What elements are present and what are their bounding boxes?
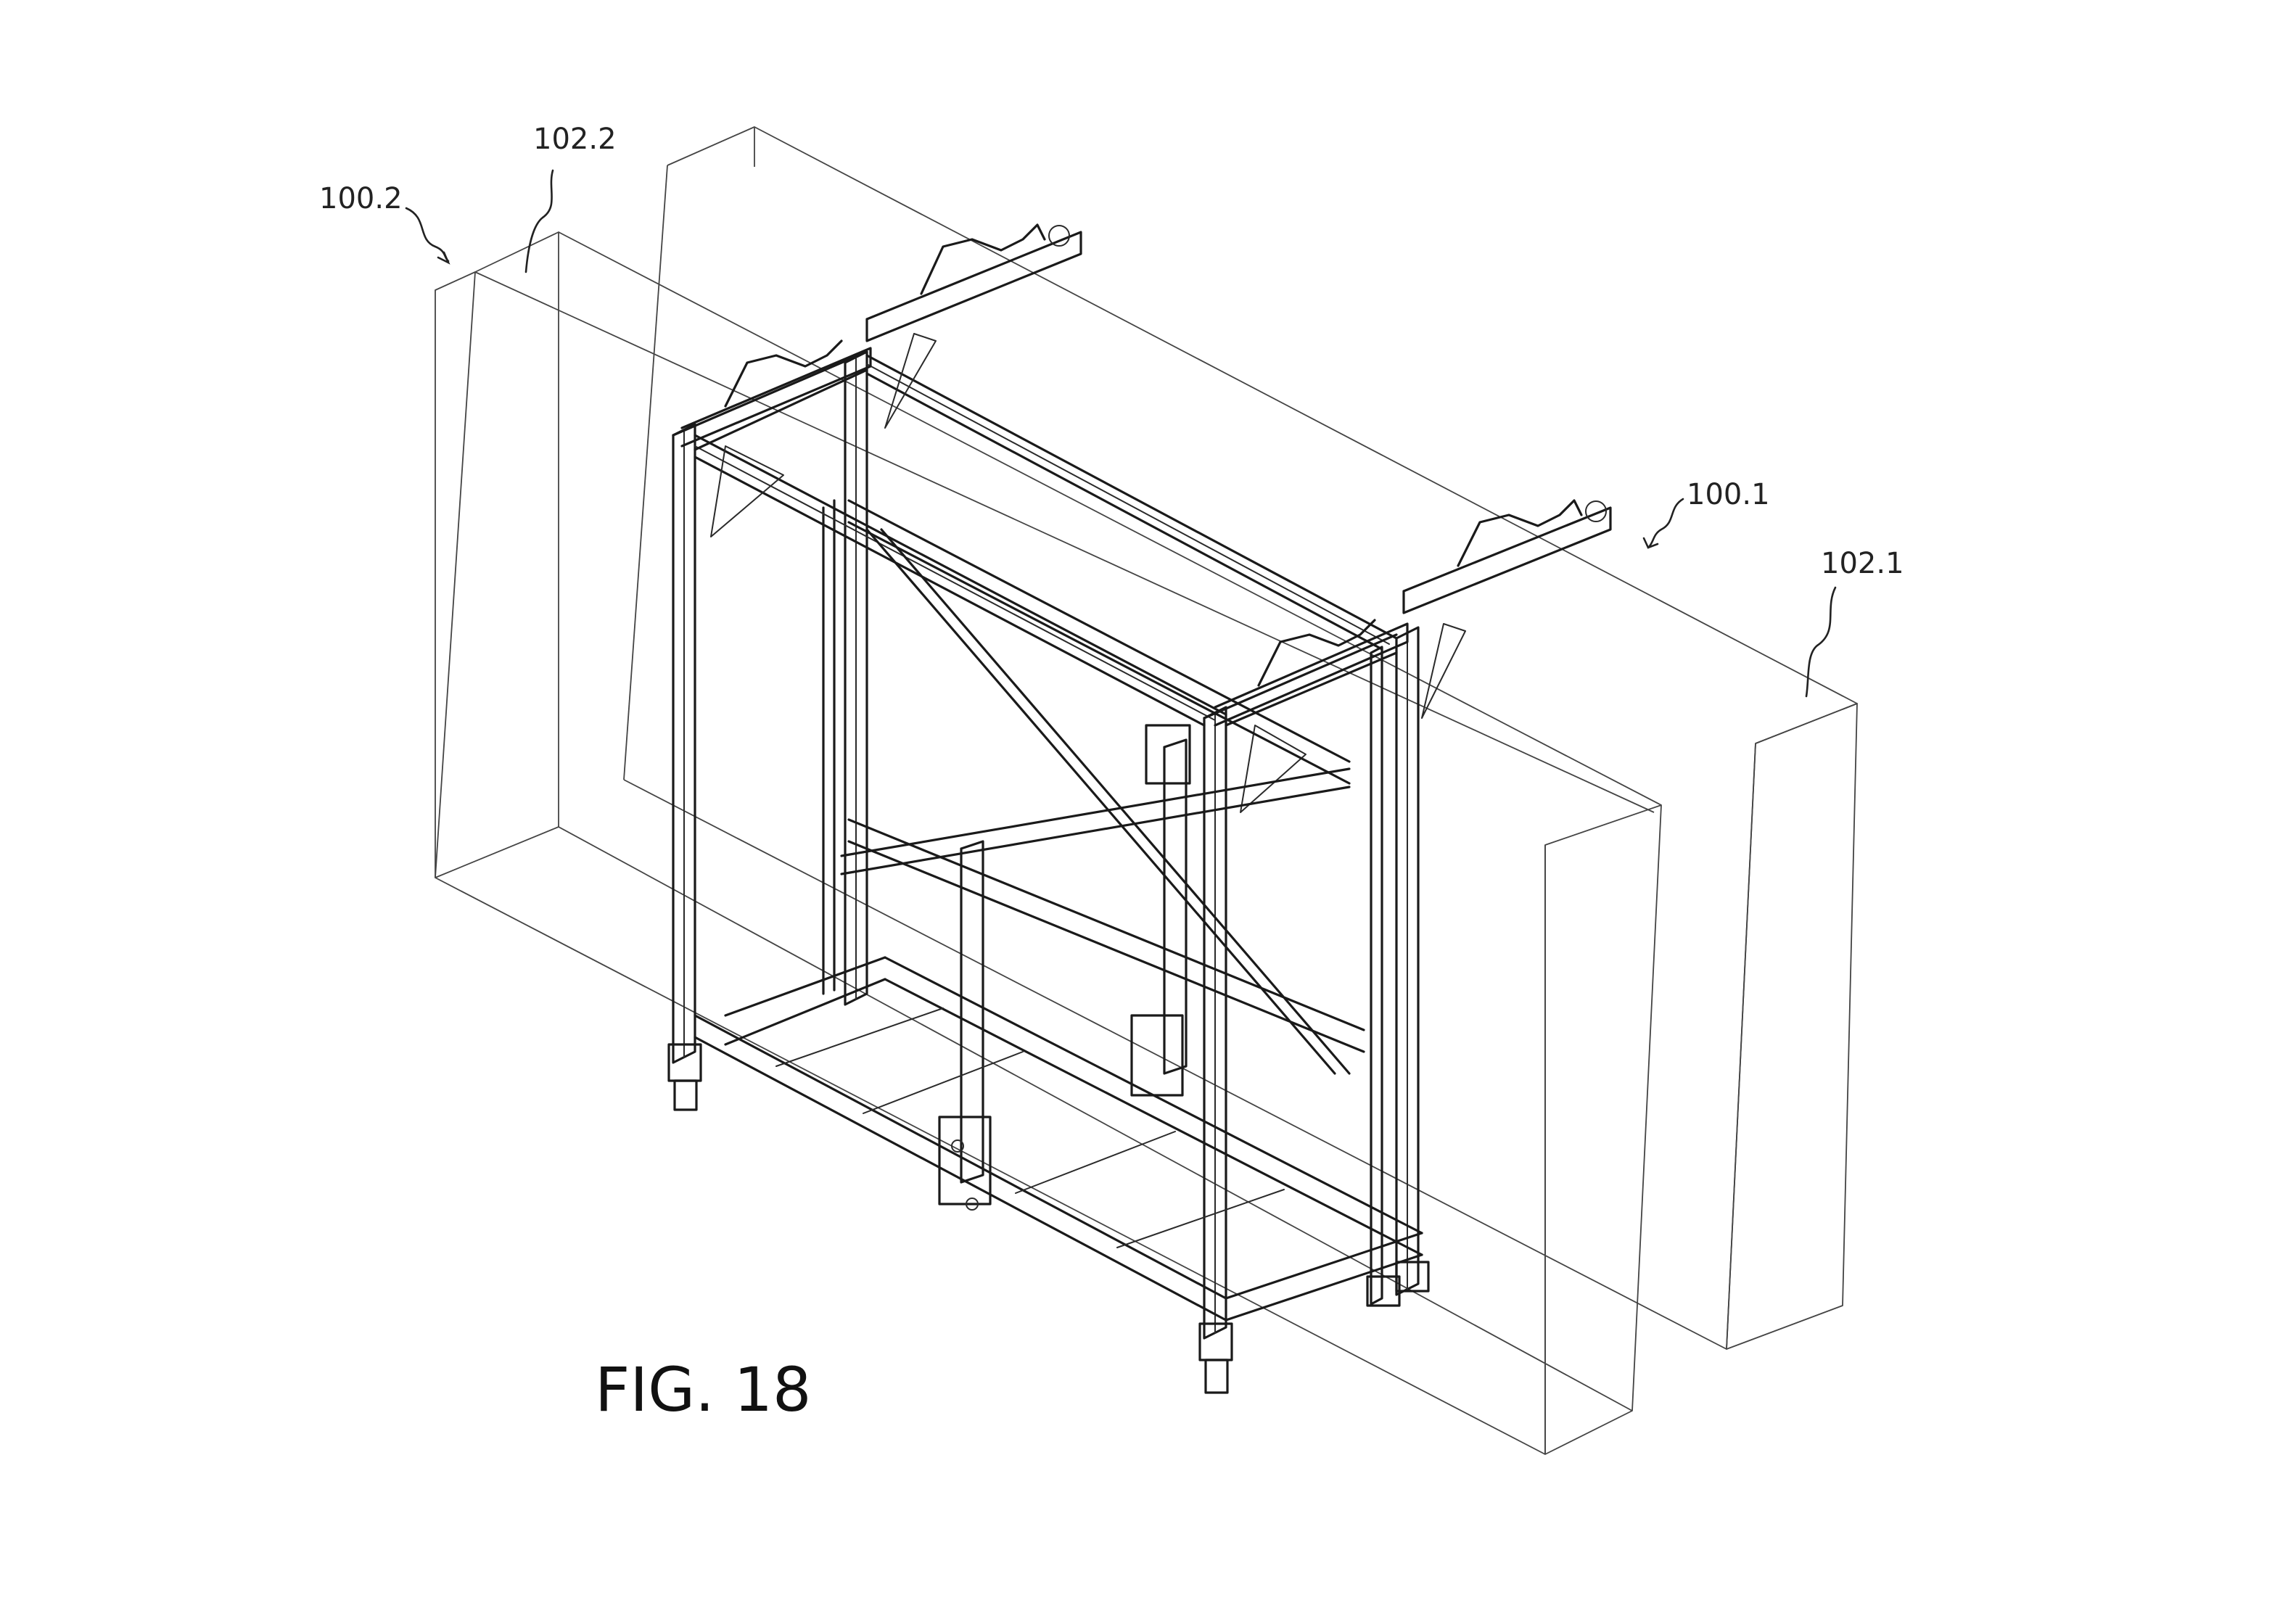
ref-label-100-2: 100.2 — [319, 182, 403, 215]
block-left-102-2 — [435, 231, 1662, 1455]
ref-label-102-2: 102.2 — [533, 123, 617, 156]
ref-label-100-1: 100.1 — [1687, 478, 1770, 511]
leader-100-2 — [405, 207, 450, 265]
ref-label-102-1: 102.1 — [1821, 547, 1904, 580]
figure-caption: FIG. 18 — [595, 1354, 811, 1425]
block-right-102-1 — [623, 126, 1858, 1350]
leader-102-2 — [524, 169, 554, 273]
leader-102-1 — [1805, 586, 1837, 698]
frame-structure — [667, 223, 1612, 1394]
leader-100-1 — [1642, 498, 1684, 549]
